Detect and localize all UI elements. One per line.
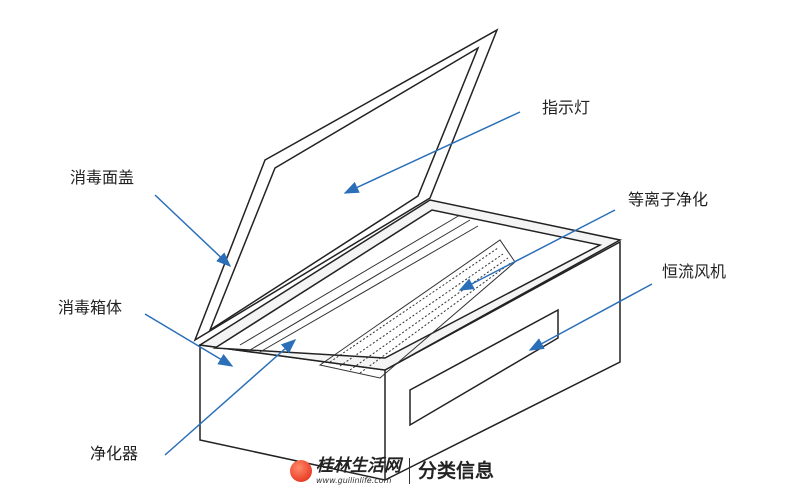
- callout-arrows: [144, 111, 653, 456]
- watermark-category: 分类信息: [418, 460, 495, 482]
- label-fan: 恒流风机: [662, 262, 727, 281]
- watermark-url: www.guilinlife.com: [316, 476, 392, 485]
- arrow-plasma: [458, 209, 616, 291]
- watermark-site-block: 桂林生活网 www.guilinlife.com: [316, 456, 401, 486]
- logo-ball-icon: [290, 460, 312, 482]
- divider: [409, 458, 410, 484]
- arrow-indicator: [343, 111, 521, 194]
- arrow-lid: [154, 194, 232, 268]
- arrow-fan: [528, 283, 653, 351]
- label-indicator: 指示灯: [542, 98, 591, 117]
- label-purifier: 净化器: [90, 444, 139, 463]
- label-lid: 消毒面盖: [70, 168, 135, 187]
- label-body: 消毒箱体: [58, 298, 123, 317]
- watermark-site: 桂林生活网: [316, 456, 401, 476]
- arrow-body: [144, 313, 234, 367]
- label-plasma: 等离子净化: [628, 190, 709, 209]
- arrow-purifier: [164, 339, 297, 456]
- watermark: 桂林生活网 www.guilinlife.com 分类信息: [290, 456, 494, 486]
